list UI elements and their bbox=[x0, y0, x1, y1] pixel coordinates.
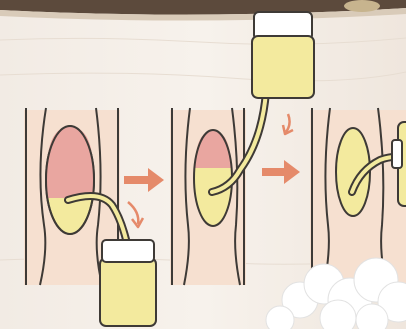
collection-container-below bbox=[100, 240, 156, 326]
collection-container-above bbox=[252, 12, 314, 98]
pink-fluid bbox=[47, 126, 93, 198]
panel-step-3 bbox=[310, 108, 406, 285]
